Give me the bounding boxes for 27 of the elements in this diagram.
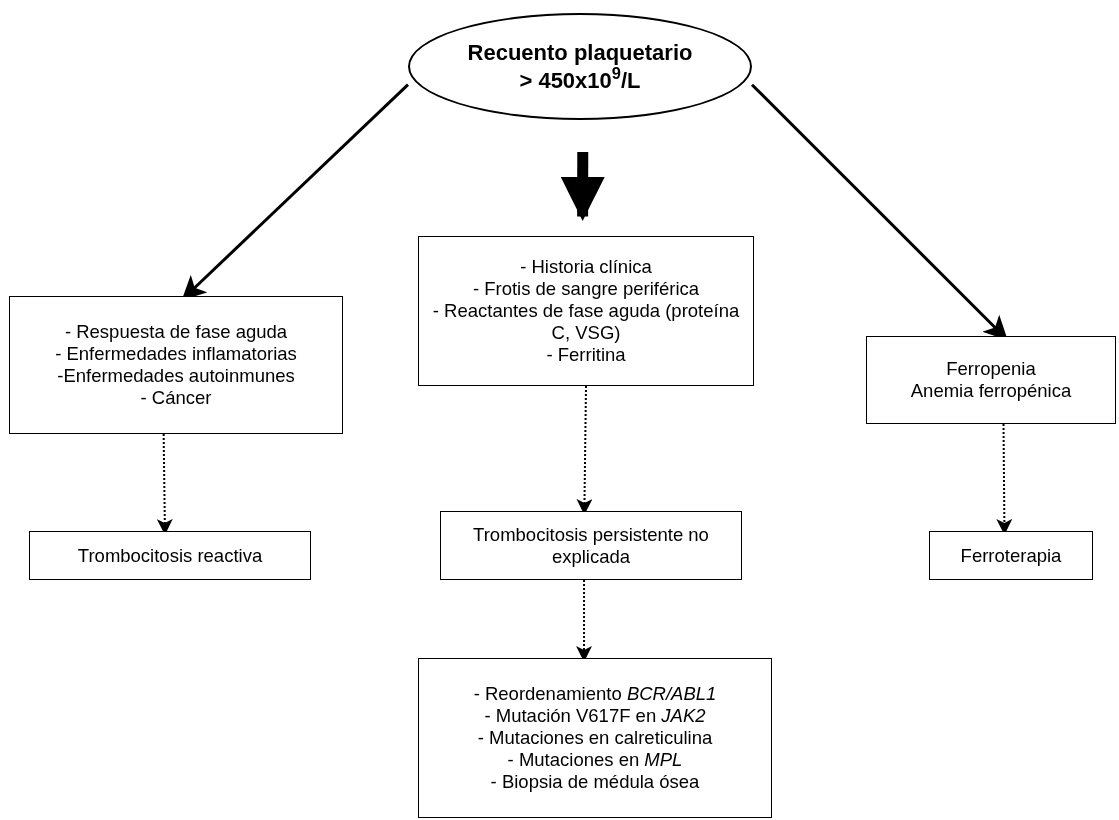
process-box bbox=[866, 336, 1116, 424]
box-text: - Mutaciones en MPL bbox=[507, 749, 683, 771]
box-text: - Mutaciones en calreticulina bbox=[477, 727, 713, 749]
process-box bbox=[9, 296, 343, 434]
box-text: - Reordenamiento BCR/ABL1 bbox=[473, 683, 717, 705]
box-text: Anemia ferropénica bbox=[910, 380, 1072, 402]
box-text: - Biopsia de médula ósea bbox=[490, 771, 700, 793]
box-text: - Enfermedades inflamatorias bbox=[55, 343, 297, 365]
box-text: - Frotis de sangre periférica bbox=[472, 278, 700, 300]
box-text: - Mutación V617F en JAK2 bbox=[484, 705, 706, 727]
process-box bbox=[440, 511, 742, 580]
box-text: - Reactantes de fase aguda (proteína C, VSG) bbox=[431, 300, 741, 344]
box-text: -Enfermedades autoinmunes bbox=[57, 365, 295, 387]
box-text: Trombocitosis persistente no explicada bbox=[472, 523, 710, 568]
block-arrow bbox=[560, 152, 605, 221]
process-box bbox=[29, 531, 311, 580]
box-text: Ferropenia bbox=[946, 358, 1036, 380]
box-text: Ferroterapia bbox=[960, 544, 1062, 567]
process-box bbox=[418, 658, 772, 818]
box-text: - Ferritina bbox=[546, 344, 626, 366]
box-text: - Historia clínica bbox=[520, 256, 652, 278]
process-box bbox=[929, 531, 1093, 580]
box-text: - Respuesta de fase aguda bbox=[64, 321, 288, 343]
title-text: Recuento plaquetario > 450x10$^{9}$/L bbox=[466, 38, 694, 95]
box-text: Trombocitosis reactiva bbox=[77, 544, 263, 567]
process-box bbox=[418, 236, 754, 386]
box-text: - Cáncer bbox=[140, 387, 212, 409]
